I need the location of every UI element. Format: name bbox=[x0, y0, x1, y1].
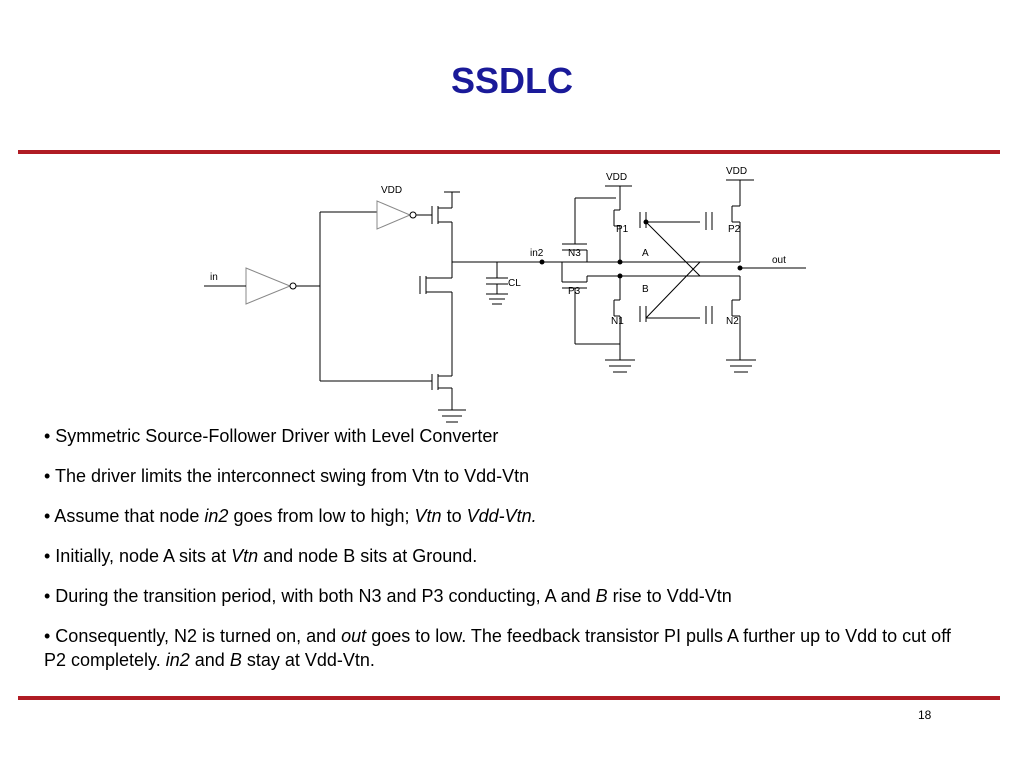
input-buffer bbox=[245, 267, 292, 305]
bullet-emphasis: Vtn bbox=[414, 506, 442, 526]
label-vdd-driver: VDD bbox=[381, 185, 402, 196]
bullet-item: • Consequently, N2 is turned on, and out… bbox=[44, 624, 974, 672]
bullet-text: • Initially, node A sits at bbox=[44, 546, 232, 566]
label-vdd-p2: VDD bbox=[726, 166, 747, 177]
label-node-b: B bbox=[642, 284, 649, 295]
bullet-emphasis: in2 bbox=[165, 650, 190, 670]
page-number: 18 bbox=[918, 708, 932, 722]
bullet-text: • Consequently, N2 is turned on, and bbox=[44, 626, 342, 646]
bullet-emphasis: B bbox=[229, 650, 242, 670]
label-in: in bbox=[210, 272, 218, 283]
label-p1: P1 bbox=[616, 224, 629, 235]
slide-title: SSDLC bbox=[450, 60, 573, 101]
label-n3: N3 bbox=[568, 248, 581, 259]
label-vdd-p1: VDD bbox=[606, 172, 627, 183]
label-n2: N2 bbox=[726, 316, 739, 327]
bullet-emphasis: B bbox=[595, 586, 608, 606]
label-in2: in2 bbox=[530, 248, 544, 259]
bullet-text: • The driver limits the interconnect swi… bbox=[44, 466, 530, 486]
label-node-a: A bbox=[642, 248, 649, 259]
label-p2: P2 bbox=[728, 224, 741, 235]
bullet-item: • During the transition period, with bot… bbox=[44, 584, 974, 608]
bottom-divider bbox=[18, 696, 1000, 700]
top-divider bbox=[18, 150, 1000, 154]
label-p3: P3 bbox=[568, 286, 581, 297]
bullet-text: goes from low to high; bbox=[228, 506, 415, 526]
bullet-emphasis: Vtn bbox=[231, 546, 259, 566]
bullet-item: • Initially, node A sits at Vtn and node… bbox=[44, 544, 974, 568]
bullet-text: rise to Vdd-Vtn bbox=[607, 586, 732, 606]
vdd-buffer bbox=[376, 200, 412, 230]
bullet-text: • Symmetric Source-Follower Driver with … bbox=[44, 426, 499, 446]
label-cl: CL bbox=[508, 278, 521, 289]
label-n1: N1 bbox=[611, 316, 624, 327]
bullet-emphasis: out bbox=[341, 626, 367, 646]
ssdlc-circuit-diagram: VDD VDD VDD in in2 CL N3 P3 P1 P2 A B N1… bbox=[204, 166, 806, 423]
bullet-item: • The driver limits the interconnect swi… bbox=[44, 464, 974, 488]
bullet-text: stay at Vdd-Vtn. bbox=[241, 650, 375, 670]
bullet-text: and node B sits at Ground. bbox=[258, 546, 478, 566]
bullet-text: goes to low. The feedback transistor PI … bbox=[44, 626, 951, 670]
bullet-emphasis: Vdd-Vtn. bbox=[466, 506, 537, 526]
bullet-list: • Symmetric Source-Follower Driver with … bbox=[44, 424, 974, 688]
input-buffer-bubble bbox=[289, 282, 297, 290]
bullet-text: and bbox=[189, 650, 230, 670]
bullet-item: • Symmetric Source-Follower Driver with … bbox=[44, 424, 974, 448]
vdd-buffer-bubble bbox=[409, 211, 417, 219]
bullet-emphasis: in2 bbox=[204, 506, 229, 526]
label-out: out bbox=[772, 255, 786, 266]
bullet-text: to bbox=[441, 506, 467, 526]
bullet-item: • Assume that node in2 goes from low to … bbox=[44, 504, 974, 528]
bullet-text: • During the transition period, with bot… bbox=[44, 586, 596, 606]
bullet-text: • Assume that node bbox=[44, 506, 205, 526]
